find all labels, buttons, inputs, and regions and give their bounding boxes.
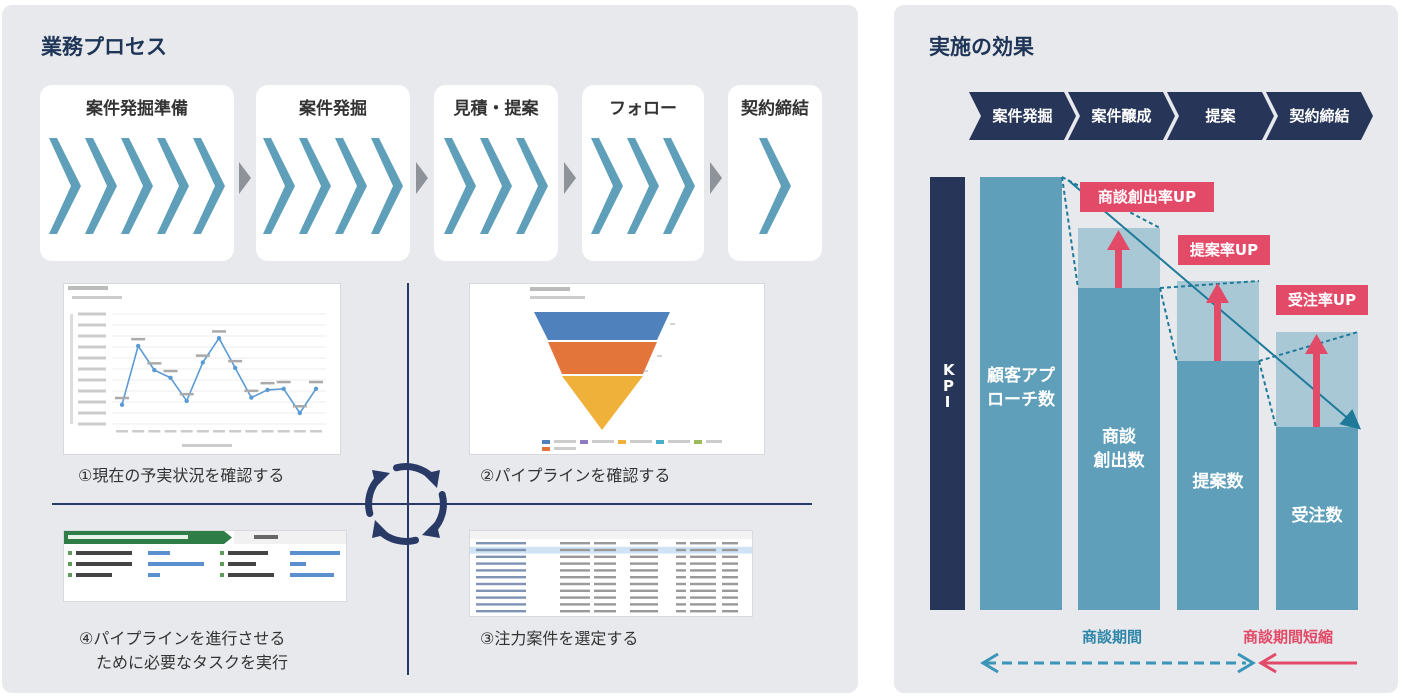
stage-connector-arrow-icon: [239, 162, 251, 194]
step4-caption-line1: ④パイプラインを進行させる: [79, 629, 286, 648]
chevron-arrow-icon: [121, 138, 153, 234]
stage-connector-arrow-icon: [416, 162, 428, 194]
effect-title: 実施の効果: [929, 35, 1034, 59]
forecast-line-chart: [68, 286, 326, 447]
bar4-growth-area: [1276, 332, 1358, 427]
step3-caption: ③注力案件を選定する: [480, 629, 639, 648]
pipeline-funnel-thumbnail: [469, 283, 765, 455]
stage-label: フォロー: [609, 99, 677, 119]
phase-label-3: 提案: [1205, 107, 1236, 125]
stage-chevrons: [263, 138, 403, 234]
chevron-arrow-icon: [299, 138, 331, 234]
bar-orders: 受注数: [1276, 427, 1358, 610]
line-point: [135, 343, 141, 349]
chevron-arrow-icon: [85, 138, 117, 234]
line-point: [184, 398, 189, 404]
bar-deal-creation: 商談 創出数: [1078, 288, 1160, 610]
chevron-arrow-icon: [49, 138, 81, 234]
opportunity-table-preview: [470, 531, 752, 613]
chevron-arrow-icon: [263, 138, 295, 234]
line-point: [297, 410, 303, 416]
badge-deal-creation-rate-up: 商談創出率UP: [1080, 182, 1214, 212]
chevron-arrow-icon: [371, 138, 403, 234]
stage-chevrons: [444, 138, 548, 234]
chevron-arrow-icon: [193, 138, 225, 234]
shortened-period-label: 商談期間短縮: [1243, 628, 1334, 646]
line-point: [249, 395, 254, 400]
chevron-arrow-icon: [627, 138, 659, 234]
line-point: [281, 386, 286, 391]
stage-label: 案件発掘: [299, 99, 367, 119]
bar2-label-line2: 創出数: [1093, 451, 1145, 471]
stage-chevrons: [49, 138, 225, 234]
stage-2: 案件発掘: [256, 85, 410, 261]
funnel-stage-1: [534, 312, 670, 340]
opportunity-table-thumbnail: [469, 530, 753, 617]
phase-label-2: 案件醸成: [1091, 107, 1152, 125]
chevron-arrow-icon: [157, 138, 189, 234]
stage-4: フォロー: [582, 85, 704, 261]
bar3-label: 提案数: [1192, 472, 1244, 492]
chevron-arrow-icon: [480, 138, 512, 234]
bar2-growth-area: [1078, 228, 1160, 288]
stage-label: 案件発掘準備: [86, 99, 188, 119]
step1-caption: ①現在の予実状況を確認する: [78, 466, 285, 485]
stage-1: 案件発掘準備: [40, 85, 234, 261]
chevron-arrow-icon: [444, 138, 476, 234]
line-point: [119, 402, 125, 407]
cycle-arrows-icon: [365, 463, 447, 545]
line-point: [168, 375, 173, 380]
step2-caption: ②パイプラインを確認する: [480, 466, 671, 485]
bar-customer-approach: 顧客アプ ローチ数: [980, 177, 1062, 610]
badge-proposal-rate-up: 提案率UP: [1178, 235, 1270, 265]
chevron-arrow-icon: [516, 138, 548, 234]
stage-chevrons: [759, 138, 791, 234]
quadrant-horizontal-divider: [52, 503, 812, 505]
chevron-arrow-icon: [335, 138, 367, 234]
bar1-label-line1: 顧客アプ: [987, 366, 1055, 386]
phase-label-1: 案件発掘: [992, 107, 1053, 125]
line-point: [152, 367, 157, 373]
stage-label: 見積・提案: [453, 99, 539, 119]
chevron-arrow-icon: [759, 138, 791, 234]
funnel-stage-2: [548, 342, 657, 374]
line-point: [216, 336, 222, 341]
business-process-title: 業務プロセス: [41, 35, 167, 59]
stage-chevrons: [591, 138, 695, 234]
kpi-label: KPI: [943, 361, 955, 411]
stage-connector-arrow-icon: [564, 162, 576, 194]
stage-3: 見積・提案: [434, 85, 558, 261]
bar-proposals: 提案数: [1177, 361, 1259, 610]
badge-order-rate-up: 受注率UP: [1276, 285, 1368, 315]
stage-connector-arrow-icon: [710, 162, 722, 194]
bar4-label: 受注数: [1291, 506, 1343, 526]
task-board-preview: [64, 531, 346, 577]
line-point: [200, 360, 206, 365]
bar3-growth-area: [1177, 281, 1259, 361]
bar2-label-line1: 商談: [1102, 427, 1136, 447]
bar1-label-line2: ローチ数: [987, 390, 1055, 410]
chevron-arrow-icon: [663, 138, 695, 234]
step4-caption-line2: ために必要なタスクを実行: [96, 653, 289, 672]
phase-label-4: 契約締結: [1289, 107, 1350, 125]
funnel-stage-3: [562, 376, 643, 430]
stage-5: 契約締結: [728, 85, 822, 261]
line-point: [265, 387, 270, 393]
line-point: [232, 365, 238, 371]
line-point: [313, 386, 319, 391]
kpi-axis-bar: [930, 177, 965, 610]
stage-label: 契約締結: [741, 99, 809, 119]
chevron-arrow-icon: [591, 138, 623, 234]
quadrant-vertical-divider: [407, 283, 409, 675]
pipeline-funnel-chart: [530, 287, 722, 451]
forecast-chart-thumbnail: [63, 283, 341, 455]
task-board-thumbnail: [63, 530, 347, 602]
period-label: 商談期間: [1082, 628, 1143, 646]
